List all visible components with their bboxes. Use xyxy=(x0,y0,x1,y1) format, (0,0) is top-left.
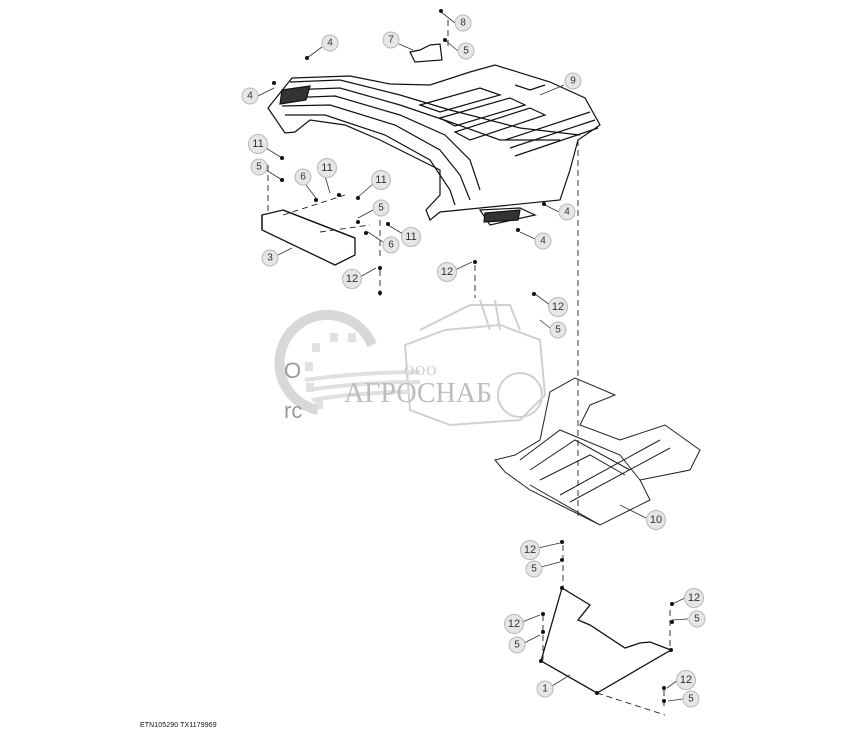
part-callout-11: 11 xyxy=(248,134,268,154)
part-callout-12: 12 xyxy=(548,297,568,317)
part-callout-3: 3 xyxy=(261,249,279,267)
alignment-lines xyxy=(267,20,671,716)
part-callout-11: 11 xyxy=(401,227,421,247)
watermark-company-prefix: ООО xyxy=(404,364,438,379)
part-callout-4: 4 xyxy=(241,87,259,105)
part-callout-5: 5 xyxy=(688,610,706,628)
part-callout-1: 1 xyxy=(536,680,554,698)
part-callout-5: 5 xyxy=(525,560,543,578)
part-10-lower-mat xyxy=(494,377,701,526)
part-callout-5: 5 xyxy=(682,690,700,708)
part-callout-5: 5 xyxy=(508,636,526,654)
part-callout-11: 11 xyxy=(317,158,337,178)
part-callout-5: 5 xyxy=(457,42,475,60)
part-callout-7: 7 xyxy=(382,31,400,49)
part-callout-11: 11 xyxy=(371,170,391,190)
gear-teeth-icon xyxy=(305,333,356,409)
part-callout-12: 12 xyxy=(676,670,696,690)
part-callout-5: 5 xyxy=(372,199,390,217)
part-callout-4: 4 xyxy=(534,232,552,250)
part-callout-4: 4 xyxy=(321,34,339,52)
part-callout-12: 12 xyxy=(520,540,540,560)
part-callout-4: 4 xyxy=(558,203,576,221)
figure-code: ETN105290 TX1179969 xyxy=(140,722,217,729)
part-callout-9: 9 xyxy=(564,72,582,90)
combine-harvester-watermark-icon xyxy=(403,299,547,427)
part-3-channel xyxy=(261,209,356,266)
part-1-panel xyxy=(540,587,673,694)
part-callout-8: 8 xyxy=(454,14,472,32)
watermark-logo-icon xyxy=(274,309,377,415)
part-7-bracket xyxy=(409,43,443,63)
part-callout-12: 12 xyxy=(437,262,457,282)
swoosh-watermark-icon xyxy=(304,370,421,402)
watermark-side-text-2: rc xyxy=(284,398,303,423)
part-callout-6: 6 xyxy=(294,168,312,186)
watermark-side-text-1: O xyxy=(284,358,302,383)
part-callout-12: 12 xyxy=(504,614,524,634)
part-callout-10: 10 xyxy=(646,510,666,530)
part-callout-12: 12 xyxy=(342,269,362,289)
callout-leaders xyxy=(257,11,689,702)
part-callout-6: 6 xyxy=(382,236,400,254)
watermark-company-name: АГРОСНАБ xyxy=(344,378,493,409)
part-callout-5: 5 xyxy=(250,158,268,176)
part-callout-5: 5 xyxy=(549,321,567,339)
part-9-floor-mat xyxy=(267,64,601,226)
fastener-markers xyxy=(272,9,674,703)
part-callout-12: 12 xyxy=(684,588,704,608)
